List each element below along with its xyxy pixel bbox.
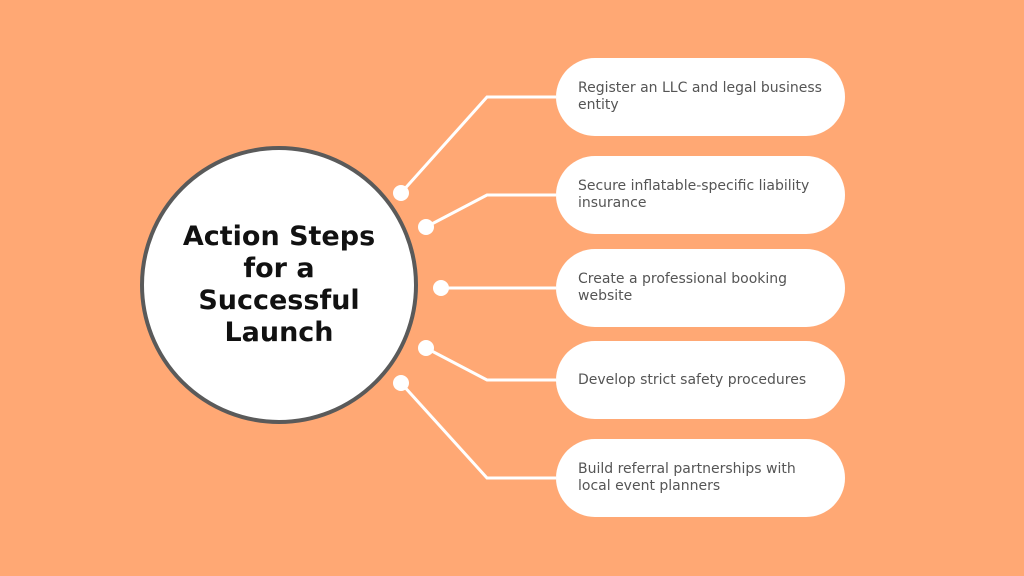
connector-line-1 — [399, 95, 556, 195]
step-label: Secure inflatable-specific liability ins… — [578, 178, 810, 211]
step-pill-3: Create a professional booking website — [556, 249, 845, 327]
connector-dot-4 — [418, 340, 434, 356]
connector-line-2 — [425, 193, 556, 229]
connector-dot-1 — [393, 185, 409, 201]
connector-line-4 — [425, 346, 556, 382]
step-pill-5: Build referral partnerships with local e… — [556, 439, 845, 517]
connector-line-5 — [399, 381, 556, 480]
step-label: Build referral partnerships with local e… — [578, 461, 796, 494]
central-hub: Action Steps for a Successful Launch — [140, 146, 418, 424]
connector-dot-2 — [418, 219, 434, 235]
step-pill-1: Register an LLC and legal business entit… — [556, 58, 845, 136]
step-pill-4: Develop strict safety procedures — [556, 341, 845, 419]
connector-dot-5 — [393, 375, 409, 391]
step-label: Develop strict safety procedures — [578, 371, 807, 388]
connector-dot-3 — [433, 280, 449, 296]
step-label: Register an LLC and legal business entit… — [578, 80, 822, 113]
step-pill-2: Secure inflatable-specific liability ins… — [556, 156, 845, 234]
step-label: Create a professional booking website — [578, 271, 788, 304]
hub-title: Action Steps for a Successful Launch — [182, 221, 376, 348]
